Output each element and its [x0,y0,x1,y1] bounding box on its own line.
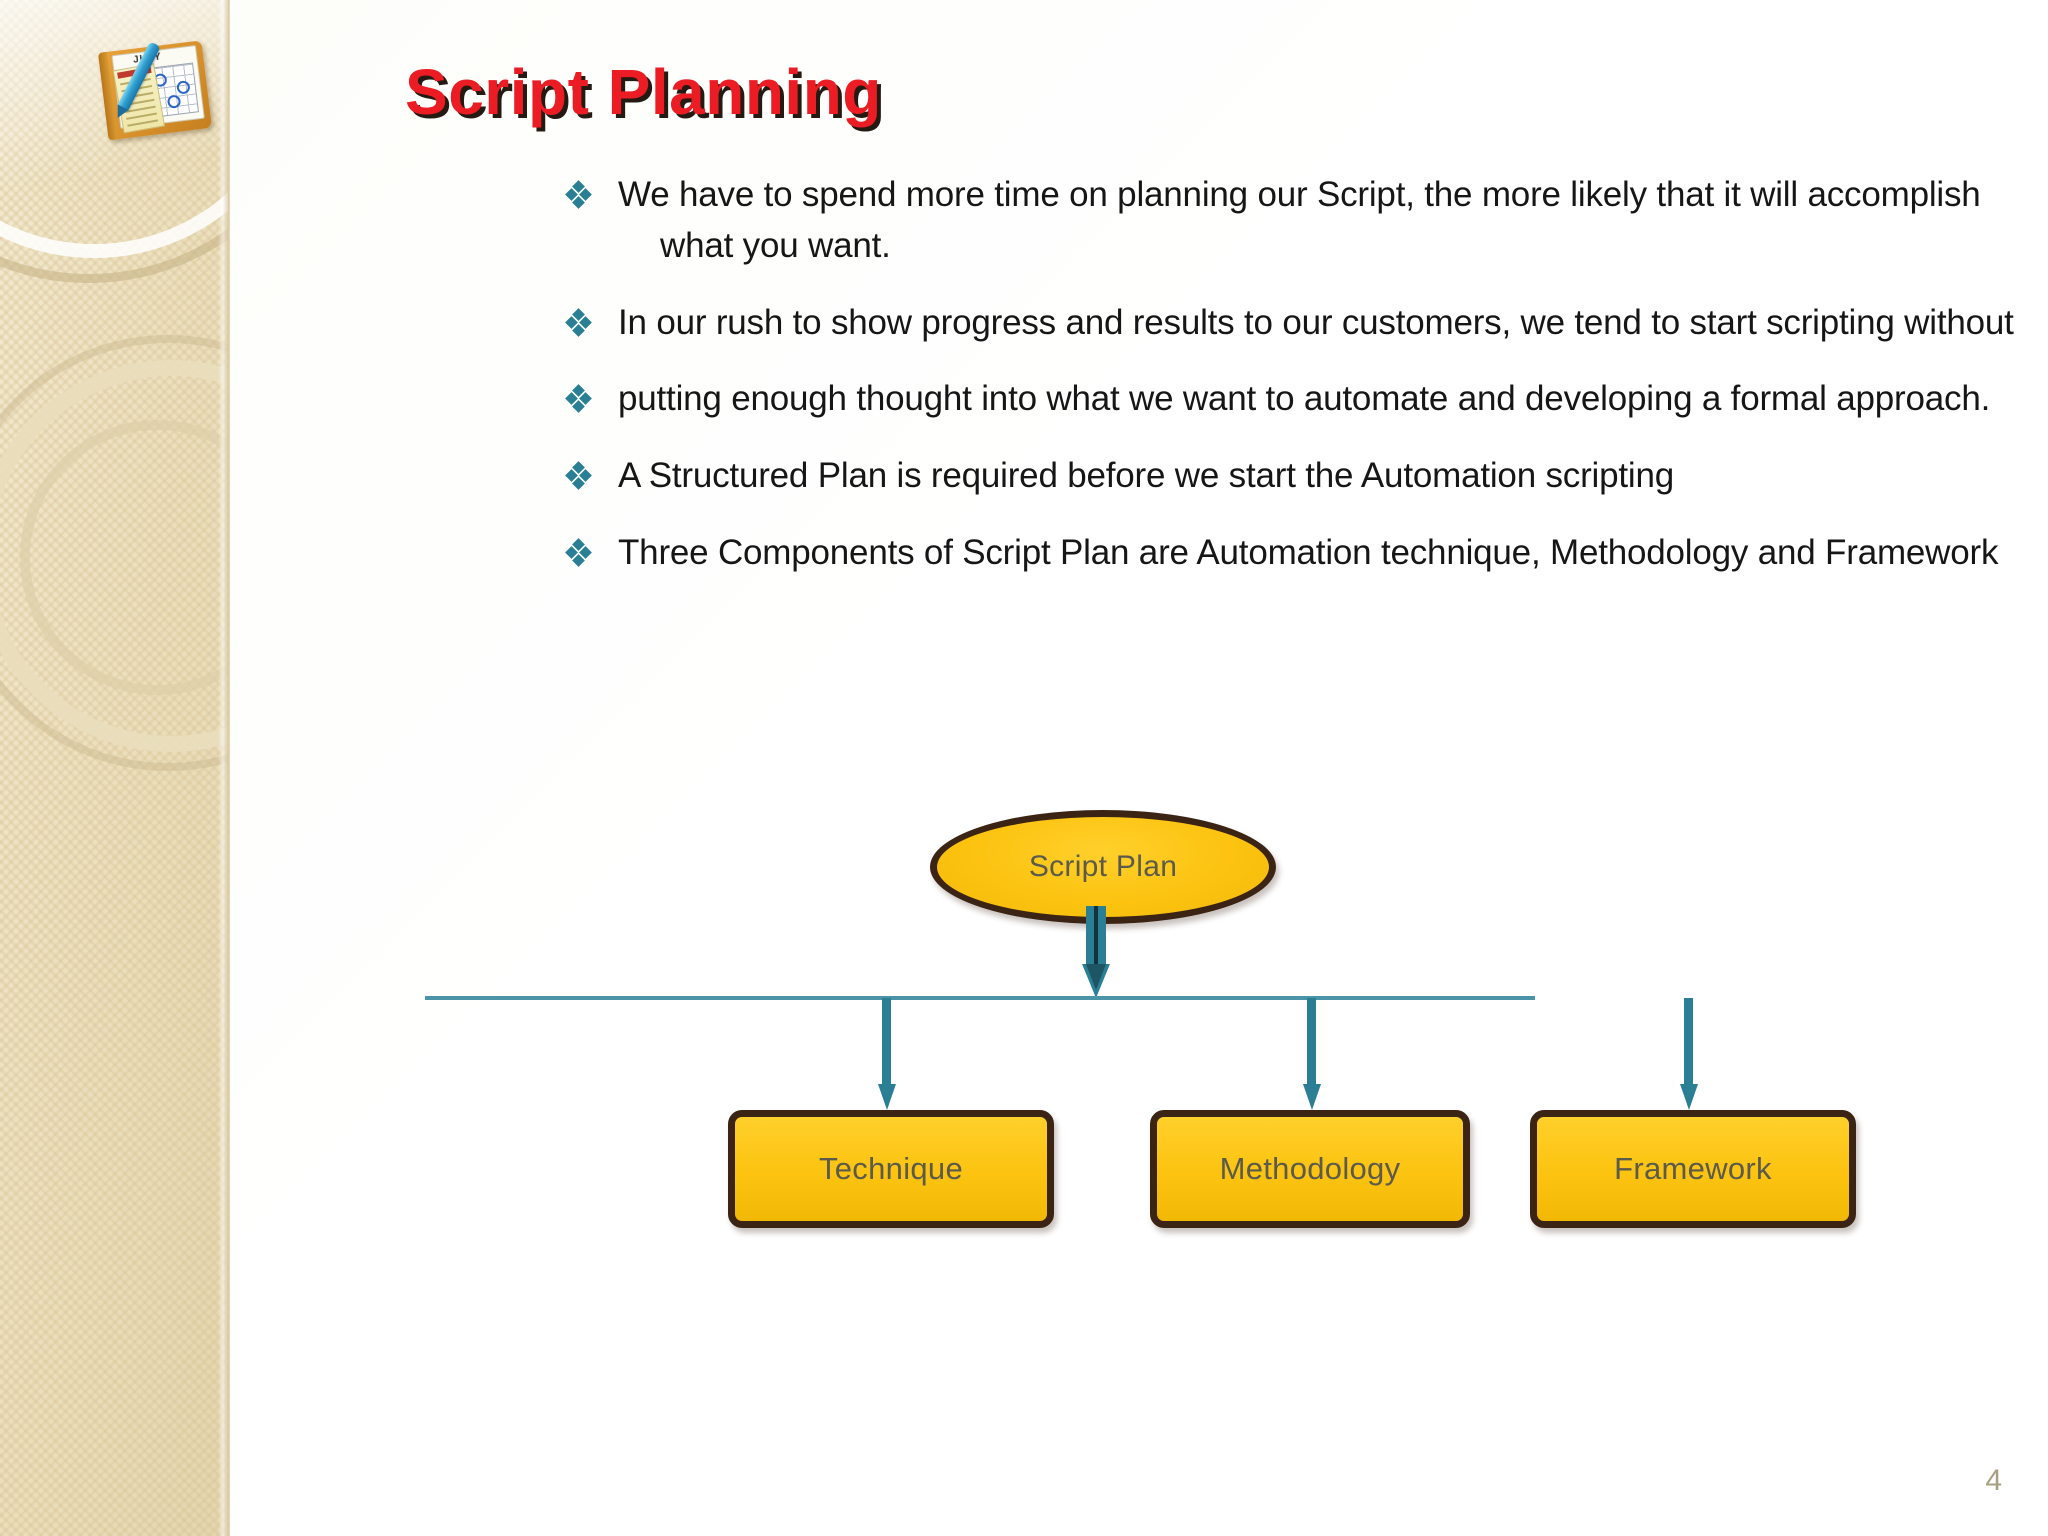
root-down-arrow-icon [1082,906,1110,998]
list-item: A Structured Plan is required before we … [560,451,2030,502]
bullet-text-wrapper: A Structured Plan is required before we … [618,451,1674,502]
bullet-text-5: Three Components of Script Plan are Auto… [618,532,1999,572]
arrow-shaft-inner-line [1094,906,1098,978]
bullet-text-wrapper: Three Components of Script Plan are Auto… [618,528,1998,579]
script-plan-diagram: Script Plan Technique Methodology [230,780,2048,1340]
bullet-marker [560,298,618,342]
diagram-child-node-methodology: Methodology [1150,1110,1470,1228]
bullet-text-wrapper: We have to spend more time on planning o… [618,170,1981,272]
diamond-bullet-icon [565,180,592,209]
sidebar-edge-highlight [218,0,230,1536]
arrow-shaft [1307,998,1316,1088]
bullet-text-3: putting enough thought into what we want… [618,379,1991,419]
decorative-ring-outer [0,0,230,283]
diagram-connector-line [425,996,1535,1000]
diagram-child-label-framework: Framework [1614,1151,1772,1186]
bullet-text-wrapper: putting enough thought into what we want… [618,374,1990,425]
arrow-head-inner [1086,964,1106,990]
diamond-bullet-icon [565,384,592,414]
arrow-head [878,1084,896,1110]
diagram-child-label-methodology: Methodology [1219,1151,1401,1186]
slide-number: 4 [1985,1464,2002,1497]
diamond-bullet-icon [565,307,592,337]
list-item: We have to spend more time on planning o… [560,170,2030,272]
bullet-continuation-1: what you want. [660,225,891,265]
bullet-text-1: We have to spend more time on planning o… [618,175,1981,214]
diagram-child-node-technique: Technique [728,1110,1054,1228]
diamond-bullet-icon [565,537,592,567]
bullet-text-2: In our rush to show progress and results… [618,302,2014,342]
bullet-text-4: A Structured Plan is required before we … [618,456,1675,495]
checklist-line [127,119,159,127]
branch-down-arrow-icon-2 [1303,998,1321,1110]
list-item: In our rush to show progress and results… [560,298,2030,349]
bullet-marker [560,451,618,495]
arrow-head [1680,1084,1698,1110]
bullet-marker [560,528,618,572]
slide-content-area: Script Planning We have to spend more ti… [230,0,2048,1536]
diagram-root-label: Script Plan [1028,850,1178,883]
branch-down-arrow-icon-1 [878,998,896,1110]
arrow-shaft [882,998,891,1088]
bullet-list: We have to spend more time on planning o… [560,170,2030,605]
diagram-root-node: Script Plan [930,810,1276,924]
branch-down-arrow-icon-3 [1680,998,1698,1110]
diagram-child-node-framework: Framework [1530,1110,1856,1228]
checklist-line [126,112,157,120]
decorative-sidebar [0,0,230,1536]
bullet-marker [560,170,618,214]
planner-calendar-icon: JULY [98,36,219,145]
diagram-child-label-technique: Technique [818,1151,964,1186]
diamond-bullet-icon [565,461,592,490]
bullet-text-wrapper: In our rush to show progress and results… [618,298,2014,349]
list-item: Three Components of Script Plan are Auto… [560,528,2030,579]
arrow-shaft [1684,998,1693,1088]
page-title: Script Planning [405,56,882,128]
list-item: putting enough thought into what we want… [560,374,2030,425]
decorative-ring-lower-inner [20,420,230,695]
bullet-marker [560,374,618,418]
arrow-head [1303,1084,1321,1110]
